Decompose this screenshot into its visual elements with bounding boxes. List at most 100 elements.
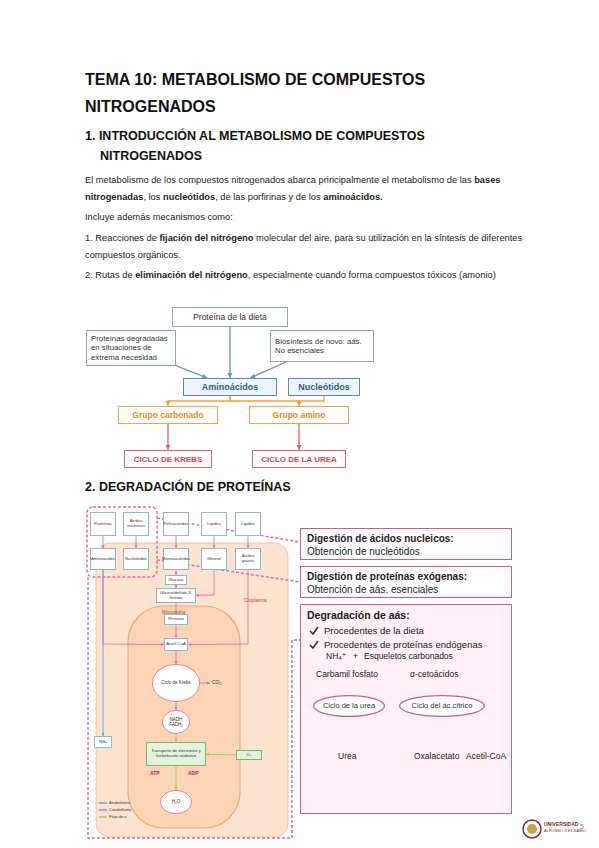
connector-group <box>297 424 302 450</box>
connector-group <box>175 766 178 790</box>
connector-group <box>175 734 178 742</box>
connector-group <box>166 424 171 450</box>
molecule-label: ADP <box>188 771 199 777</box>
node-label: Proteínas <box>94 522 112 527</box>
connector-group <box>228 327 233 378</box>
bold-term: nucleótidos <box>163 192 215 202</box>
legend-row: Catabolismo <box>99 807 131 812</box>
highlight-bracket <box>87 507 157 577</box>
molecule-box: Gliceraldehído-3-fosfato <box>156 588 196 603</box>
connector <box>136 536 137 548</box>
node-label: Acetil CoA <box>166 642 186 647</box>
node-label: Glucosa <box>168 578 183 583</box>
node-label: Ciclo del ác.cítrico <box>412 702 473 710</box>
paragraph: 2. Rutas de eliminación del nitrógeno, e… <box>85 267 525 284</box>
molecule-box: Glucosa <box>165 575 187 585</box>
university-seal <box>523 820 541 838</box>
list-text: Procedentes de la dieta <box>324 625 424 637</box>
process-box: Grupo carbonado <box>118 406 218 424</box>
legend-row: Flujo de e⁻ <box>99 814 129 819</box>
list-item: Procedentes de la dieta <box>307 625 505 637</box>
bold-term: eliminación del nitrógeno <box>135 270 248 280</box>
connector-group <box>176 366 207 379</box>
connector-group <box>250 362 286 378</box>
legend-line-sample <box>99 802 107 804</box>
connector <box>250 362 286 378</box>
check-mark <box>309 640 319 650</box>
arrowhead <box>207 682 210 685</box>
body-text: , de las porfirinas y de los <box>215 192 320 202</box>
node-label: Grupo carbonado <box>132 410 203 420</box>
node-label: Ciclo de la urea <box>323 702 375 710</box>
product-label: Acetil-CoA <box>466 752 506 762</box>
page-number: 5 <box>580 823 584 831</box>
connector <box>167 424 168 450</box>
carrier-circle: NADH FADH₂ <box>162 710 190 734</box>
legend-line-sample <box>99 809 107 811</box>
molecule-box: Ácidos nucleicos <box>123 512 149 536</box>
cycle-ellipse: Ciclo del ác.cítrico <box>399 695 485 717</box>
callout-box: Digestión de ácidos nucleicos:Obtención … <box>300 528 512 560</box>
molecule-box: Nucleótidos <box>123 548 149 570</box>
product-label: Urea <box>338 752 356 762</box>
legend-text: Anabolismo <box>109 800 130 805</box>
check-mark <box>310 627 318 634</box>
molecule-label: CO₂ <box>212 680 221 686</box>
node-label: Transporte de electrones y fosforilación… <box>148 749 204 759</box>
node-label: Glicerol <box>207 557 221 562</box>
ellipse-outline <box>160 790 191 813</box>
connector <box>103 536 104 548</box>
legend-row: Anabolismo <box>99 800 130 805</box>
paragraph: Incluye además mecanismos como: <box>85 209 525 226</box>
connector-group <box>247 536 250 548</box>
university-seal <box>527 824 537 834</box>
molecule-box: Lípidos <box>235 512 261 536</box>
legend-line-sample <box>99 816 107 818</box>
process-box: Biosíntesis de novo: aás. No esenciales <box>270 330 374 362</box>
molecule-label: NH₄⁺ <box>326 652 346 662</box>
ellipse-outline <box>162 710 189 733</box>
connector-group <box>103 570 164 646</box>
check-mark <box>309 626 319 636</box>
ellipse-outline <box>400 696 485 717</box>
leader-line <box>200 683 210 684</box>
connector <box>214 536 215 548</box>
connector-group <box>175 625 178 638</box>
legend-text: Flujo de e⁻ <box>109 814 129 819</box>
molecule-box: Lípidos <box>201 512 227 536</box>
connector-group <box>166 396 231 406</box>
connector <box>176 651 177 664</box>
molecule-box: Ácidos grasos <box>235 548 261 570</box>
node-label: Nucleótidos <box>298 382 350 392</box>
connector <box>188 570 248 644</box>
node-label: Lípidos <box>207 522 221 527</box>
body-text: , especialmente cuando forma compuestos … <box>248 270 496 280</box>
connector <box>299 396 324 406</box>
callout-body: Obtención de nucleótidos <box>307 545 505 558</box>
process-box: Nucleótidos <box>288 378 360 396</box>
node-label: Grupo amino <box>273 410 326 420</box>
connector-group <box>175 702 178 710</box>
ellipse-outline <box>152 664 199 701</box>
connector-group <box>230 396 302 406</box>
leader-arrow <box>200 682 210 685</box>
node-label: H₂O <box>172 799 181 804</box>
connector <box>103 570 104 736</box>
node-label: Ácidos grasos <box>237 554 259 564</box>
legend-line-sample <box>99 808 107 812</box>
node-label: CICLO DE LA UREA <box>261 455 337 464</box>
connector <box>168 396 230 406</box>
arrowhead <box>175 707 178 710</box>
product-label: Oxalacetato <box>414 752 459 762</box>
connector <box>176 702 177 710</box>
connector-group <box>188 570 248 646</box>
paragraph: El metabolismo de los compuestos nitroge… <box>85 172 525 206</box>
cycle-ellipse: Ciclo de la urea <box>313 695 385 717</box>
node-label: Gliceraldehído-3-fosfato <box>158 591 194 601</box>
process-box: Transporte de electrones y fosforilación… <box>146 742 206 766</box>
list-text: Procedentes de proteínas endógenas <box>324 639 482 651</box>
node-label: Aminoácidos <box>202 382 259 392</box>
connector-group <box>102 570 105 736</box>
node-label: Lípidos <box>241 522 255 527</box>
